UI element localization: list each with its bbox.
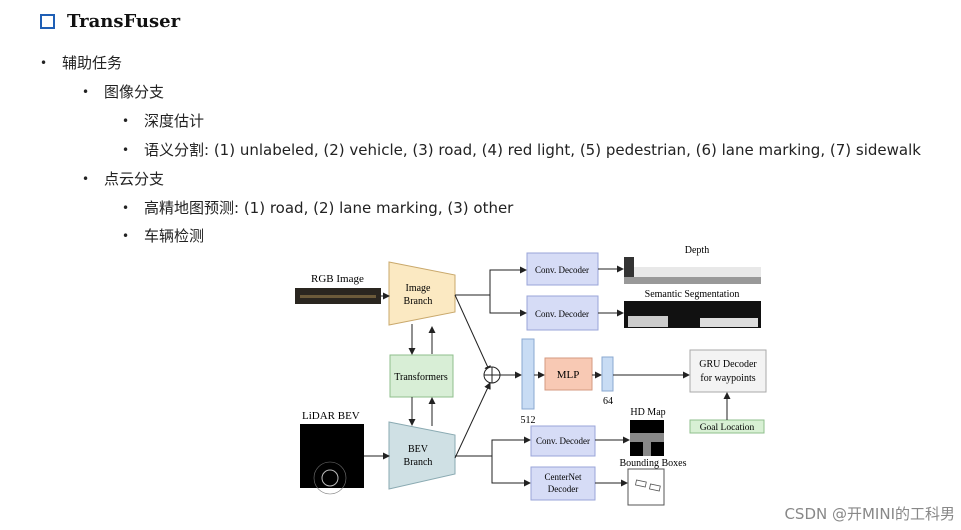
arrow [491,456,531,487]
bev-branch-label: BEV [408,444,429,455]
rgb-image-detail [300,295,376,298]
gru-label: GRU Decoder [699,359,757,370]
image-branch-block [388,261,456,326]
bullet-dot-icon: • [82,84,90,99]
bullet-text: 图像分支 [104,83,165,101]
square-icon [40,13,55,29]
bullet-dot-icon: • [122,142,130,157]
conv-decoder-semantic [526,295,599,331]
bullet-semantic: • 语义分割: (1) unlabeled, (2) vehicle, (3) … [122,139,921,160]
bullet-text: 车辆检测 [144,227,205,245]
bev-branch-label: Branch [404,457,433,468]
hdmap-label: HD Map [630,407,665,418]
lidar-ring [313,461,347,495]
bullet-text: 点云分支 [104,170,165,188]
title-text: TransFuser [67,10,181,32]
semseg-label: Semantic Segmentation [645,289,740,300]
image-branch-label: Branch [404,296,433,307]
bullet-text: 辅助任务 [62,54,123,72]
gru-label: for waypoints [700,373,755,384]
depth-image-road [624,277,761,284]
bullet-vehicle-det: • 车辆检测 [122,225,204,246]
bullet-text: 语义分割: (1) unlabeled, (2) vehicle, (3) ro… [144,141,921,159]
arrow [455,436,531,457]
semseg-region [628,316,668,327]
bullet-image-branch: • 图像分支 [82,81,164,102]
centernet-label: Decoder [548,484,578,494]
bev-branch-block [388,421,456,490]
goal-location-label: Goal Location [700,423,755,433]
arrow [489,295,527,317]
centernet-decoder [530,466,596,501]
conv-decoder-label: Conv. Decoder [535,265,589,275]
bullet-dot-icon: • [122,200,130,215]
bullet-text: 高精地图预测: (1) road, (2) lane marking, (3) … [144,199,514,217]
bullet-dot-icon: • [40,55,48,70]
bbox-mark [635,479,647,488]
arrow [455,266,527,296]
bullet-text: 深度估计 [144,112,205,130]
bullet-dot-icon: • [122,228,130,243]
transformers-block [389,354,454,398]
lidar-bev-label: LiDAR BEV [302,410,360,422]
conv-decoder-label: Conv. Decoder [535,309,589,319]
bullet-depth: • 深度估计 [122,110,204,131]
bullet-hd-map: • 高精地图预测: (1) road, (2) lane marking, (3… [122,197,513,218]
depth-label: Depth [685,245,709,256]
csdn-watermark: CSDN @开MINI的工科男 [784,505,955,523]
image-branch-label: Image [406,283,432,294]
slide-title: TransFuser [40,8,180,34]
bullet-point-branch: • 点云分支 [82,168,164,189]
lidar-ring [321,469,339,487]
dim-512-label: 512 [521,415,536,426]
bbox-mark [649,483,661,492]
feature-vector-64 [601,356,614,392]
gru-decoder-block [689,349,767,393]
lidar-bev-image [300,424,364,488]
semseg-region [700,318,758,327]
bullet-dot-icon: • [122,113,130,128]
bboxes-label: Bounding Boxes [620,458,687,469]
arrow [454,294,491,373]
transformers-label: Transformers [394,372,448,383]
depth-image-edge [624,257,634,284]
bullet-dot-icon: • [82,171,90,186]
mlp-label: MLP [557,369,580,381]
centernet-label: CenterNet [545,472,582,482]
dim-64-label: 64 [603,396,613,407]
feature-vector-512 [521,338,535,410]
mlp-block [544,357,593,391]
bullet-aux: • 辅助任务 [40,52,122,73]
conv-decoder-label: Conv. Decoder [536,436,590,446]
rgb-image-label: RGB Image [311,273,364,285]
bboxes-image [627,468,665,506]
depth-image-sky [624,257,761,267]
hdmap-road [643,433,651,456]
arrow [454,382,491,459]
conv-decoder-hdmap [530,425,596,457]
